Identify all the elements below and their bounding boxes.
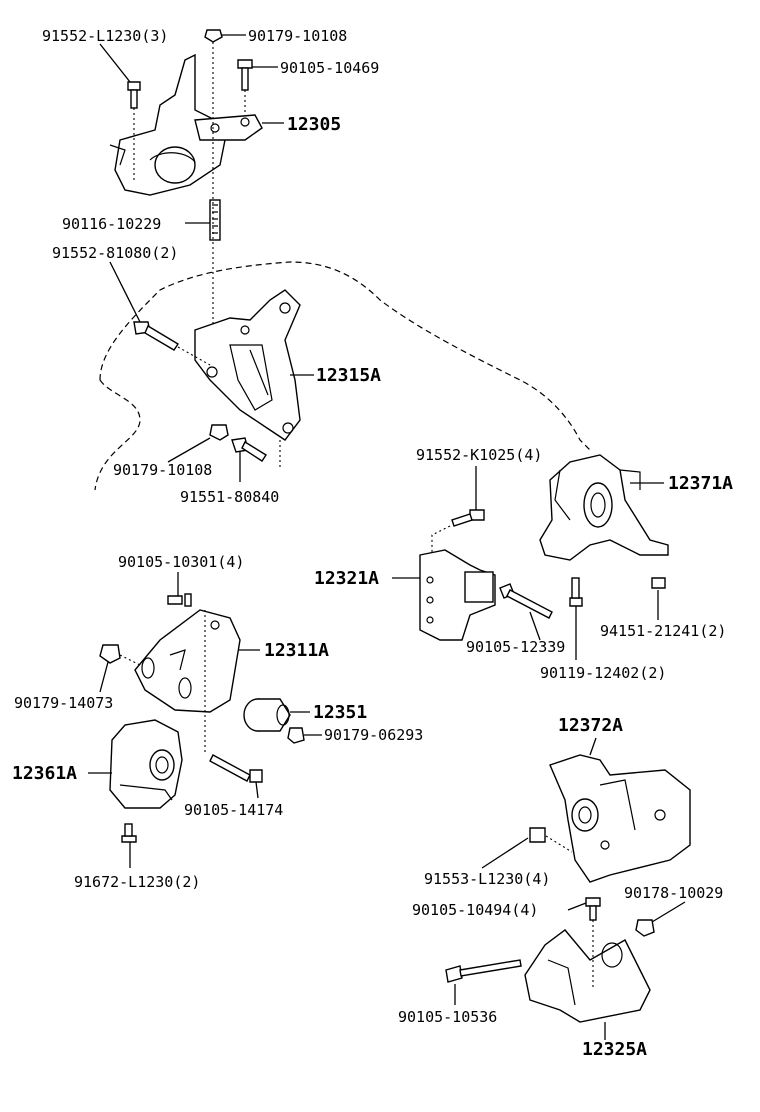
- mount-12361A: [109, 719, 183, 809]
- label-12325A: 12325A: [582, 1039, 647, 1060]
- leader-lines: [88, 34, 686, 1040]
- label-12305: 12305: [287, 114, 341, 135]
- label-91552-81080: 91552-81080(2): [52, 244, 178, 262]
- label-91553-L1230: 91553-L1230(4): [424, 870, 550, 888]
- bolt-90105-10494: [585, 897, 601, 921]
- insulator-12351: [243, 698, 291, 732]
- label-12311A: 12311A: [264, 640, 329, 661]
- mount-12371A: [539, 454, 669, 561]
- engine-outline-lower: [94, 379, 141, 491]
- label-90179-14073: 90179-14073: [14, 694, 113, 712]
- label-12361A: 12361A: [12, 763, 77, 784]
- label-12315A: 12315A: [316, 365, 381, 386]
- bolt-91551-80840: [231, 437, 267, 462]
- engine-outline: [99, 261, 591, 451]
- nut-90178-10029: [635, 919, 655, 937]
- bolt-94151-21241: [651, 577, 666, 589]
- label-90116-10229: 90116-10229: [62, 215, 161, 233]
- label-90179-06293: 90179-06293: [324, 726, 423, 744]
- label-90105-10536: 90105-10536: [398, 1008, 497, 1026]
- nut-90179-10108-top: [204, 29, 223, 43]
- label-94151-21241: 94151-21241(2): [600, 622, 726, 640]
- bolt-90119-12402: [569, 577, 583, 607]
- label-12351: 12351: [313, 702, 367, 723]
- label-90119-12402: 90119-12402(2): [540, 664, 666, 682]
- label-90178-10029: 90178-10029: [624, 884, 723, 902]
- bracket-12321A: [419, 549, 496, 641]
- label-90105-10494: 90105-10494(4): [412, 901, 538, 919]
- label-91552-K1025: 91552-K1025(4): [416, 446, 542, 464]
- bracket-12311A: [134, 609, 241, 713]
- nut-90179-10108-mid: [209, 424, 229, 441]
- bracket-12315A: [194, 289, 301, 441]
- bolt-91672-L1230: [121, 823, 137, 843]
- label-91672-L1230: 91672-L1230(2): [74, 873, 200, 891]
- bolt-91552-81080: [133, 321, 179, 351]
- bolt-90105-10301: [167, 593, 192, 607]
- label-90179-10108-top: 90179-10108: [248, 27, 347, 45]
- label-90105-10469: 90105-10469: [280, 59, 379, 77]
- mount-12305: [109, 53, 263, 241]
- label-91552-L1230: 91552-L1230(3): [42, 27, 168, 45]
- label-12372A: 12372A: [558, 715, 623, 736]
- label-90105-14174: 90105-14174: [184, 801, 283, 819]
- label-91551-80840: 91551-80840: [180, 488, 279, 506]
- bolt-91552-L1230: [127, 81, 141, 109]
- bolt-91553-L1230: [529, 827, 546, 843]
- label-90105-12339: 90105-12339: [466, 638, 565, 656]
- nut-90179-14073: [99, 644, 121, 664]
- bolt-91552-K1025: [451, 509, 485, 527]
- bolt-90105-12339: [499, 583, 553, 619]
- bolt-90105-10469: [237, 59, 253, 91]
- bolt-90105-14174: [209, 754, 263, 783]
- label-90105-10301: 90105-10301(4): [118, 553, 244, 571]
- label-90179-10108-mid: 90179-10108: [113, 461, 212, 479]
- nut-90179-06293: [287, 727, 305, 744]
- mount-12372A: [549, 754, 691, 883]
- label-12321A: 12321A: [314, 568, 379, 589]
- bracket-12325A: [524, 929, 651, 1023]
- label-12371A: 12371A: [668, 473, 733, 494]
- bolt-90105-10536: [445, 959, 522, 983]
